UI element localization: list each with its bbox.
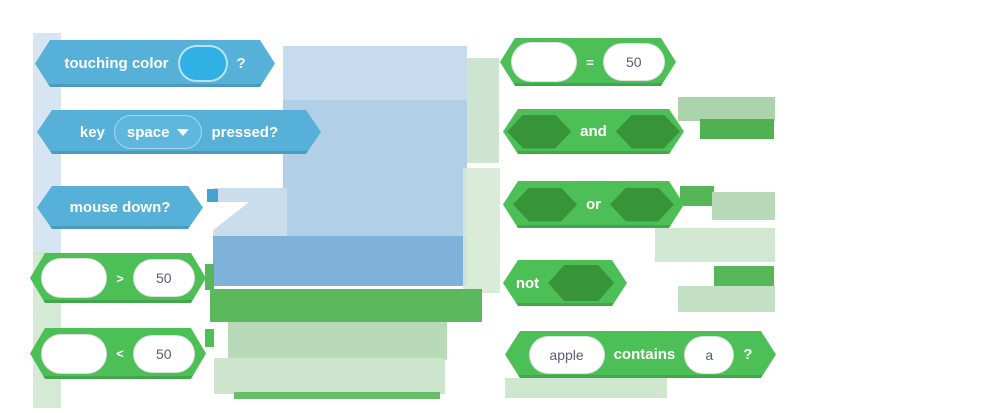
less-than-value: 50 [156, 345, 172, 362]
contains-substring-input[interactable]: a [684, 336, 734, 374]
and-right-boolean-slot[interactable] [616, 115, 680, 149]
or-left-boolean-slot[interactable] [513, 188, 577, 222]
block-and[interactable]: and [503, 109, 684, 154]
block-key-pressed[interactable]: key space pressed? [37, 110, 321, 154]
color-picker-swatch[interactable] [178, 45, 228, 82]
greater-than-operator: > [116, 270, 124, 286]
artifact-green-bottom-4 [234, 392, 440, 399]
less-than-left-input[interactable] [41, 334, 107, 374]
equals-left-input[interactable] [511, 42, 577, 82]
not-boolean-slot[interactable] [548, 265, 614, 301]
key-dropdown-value: space [126, 123, 170, 141]
artifact-green-right-4 [712, 192, 775, 220]
block-or[interactable]: or [503, 181, 684, 228]
key-pressed-prefix: key [79, 123, 105, 141]
artifact-green-bottom-1 [210, 289, 482, 322]
less-than-right-input[interactable]: 50 [133, 335, 195, 373]
and-left-boolean-slot[interactable] [507, 115, 571, 149]
and-label: and [580, 123, 607, 140]
block-contains[interactable]: apple contains a ? [505, 331, 776, 378]
artifact-green-right-7 [678, 286, 775, 312]
contains-question-mark: ? [743, 346, 753, 363]
greater-than-left-input[interactable] [41, 258, 107, 298]
contains-label: contains [613, 346, 676, 363]
block-equals[interactable]: = 50 [500, 38, 676, 86]
artifact-blue-blob-top [283, 46, 467, 106]
block-less-than[interactable]: < 50 [30, 328, 206, 379]
artifact-green-nub-2 [205, 329, 214, 347]
block-not[interactable]: not [503, 260, 627, 306]
equals-operator: = [586, 54, 594, 70]
equals-value: 50 [626, 54, 642, 70]
key-pressed-suffix: pressed? [211, 123, 279, 141]
contains-string-input[interactable]: apple [529, 336, 605, 374]
not-label: not [515, 274, 540, 292]
greater-than-value: 50 [156, 270, 172, 286]
block-greater-than[interactable]: > 50 [30, 253, 206, 303]
chevron-down-icon [177, 129, 189, 136]
artifact-green-nub-1 [205, 264, 214, 290]
touching-color-question-mark: ? [236, 55, 246, 72]
or-right-boolean-slot[interactable] [610, 188, 674, 222]
equals-right-input[interactable]: 50 [603, 43, 665, 81]
mouse-down-label: mouse down? [69, 199, 171, 216]
artifact-green-right-2 [700, 119, 774, 139]
artifact-green-bottom-2 [228, 322, 447, 360]
artifact-green-bottom-3 [214, 358, 445, 394]
artifact-green-strip-1 [467, 58, 499, 163]
artifact-green-right-3 [680, 186, 714, 206]
less-than-operator: < [116, 346, 124, 361]
artifact-blue-band-dark [213, 236, 467, 286]
or-label: or [586, 196, 601, 213]
contains-substring-value: a [705, 346, 714, 363]
greater-than-right-input[interactable]: 50 [133, 259, 195, 297]
artifact-blue-square-small [207, 189, 218, 208]
artifact-green-right-1 [678, 97, 775, 121]
artifact-blue-blob-left [213, 188, 287, 238]
artifact-green-strip-2 [463, 168, 500, 293]
touching-color-label: touching color [64, 55, 169, 72]
key-dropdown[interactable]: space [114, 115, 203, 149]
block-touching-color[interactable]: touching color ? [35, 40, 275, 87]
artifact-green-right-5 [655, 228, 775, 262]
contains-string-value: apple [549, 346, 584, 363]
block-mouse-down[interactable]: mouse down? [37, 186, 203, 229]
artifact-green-under-contains [505, 378, 667, 398]
artifact-green-right-6 [714, 266, 774, 288]
